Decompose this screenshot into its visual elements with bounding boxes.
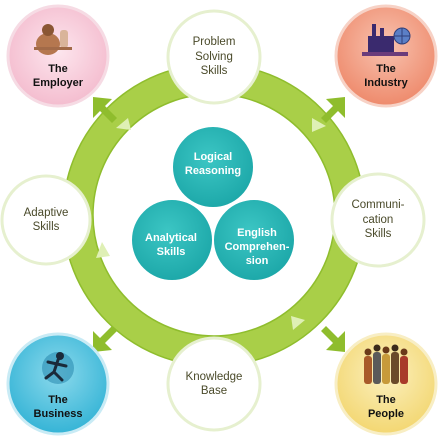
corner-circle-employer (6, 4, 110, 108)
corner-label-business: The Business (33, 394, 83, 420)
core-label-english: English Comprehen- sion (224, 227, 290, 267)
ring-arrow-top-right (312, 118, 326, 132)
skill-bubble-communication (330, 172, 426, 268)
skill-bubble-problem-solving (166, 9, 262, 105)
skill-label-adaptive: Adaptive Skills (23, 206, 69, 233)
group-of-people-icon (364, 344, 408, 384)
running-figure-icon (42, 352, 74, 384)
skill-bubble-adaptive (0, 174, 92, 266)
corner-label-industry: The Industry (364, 63, 408, 89)
corner-label-employer: The Employer (32, 63, 84, 89)
core-center-triangle (207, 210, 219, 220)
ring-arrow-left (96, 242, 110, 258)
corner-label-people: The People (367, 394, 405, 420)
skill-label-knowledge-base: Knowledge Base (185, 370, 243, 397)
skill-bubble-knowledge-base (166, 336, 262, 432)
arrow-to-people (321, 326, 345, 352)
ring-arrow-top-left (116, 118, 131, 130)
ring-arrow-bottom-right (291, 316, 305, 330)
core-circle-english (212, 198, 296, 282)
arrow-to-employer (93, 97, 117, 123)
core-label-analytical: Analytical Skills (145, 232, 197, 258)
skill-label-problem-solving: Problem Solving Skills (192, 36, 236, 78)
skill-label-communication: Communi- cation Skills (351, 199, 405, 241)
arrow-to-industry (321, 97, 345, 123)
core-circle-logical (171, 125, 255, 209)
arrow-to-business (93, 326, 117, 352)
factory-globe-icon (362, 24, 411, 56)
employer-photo-icon (34, 24, 72, 55)
core-label-logical: Logical Reasoning (184, 151, 242, 177)
